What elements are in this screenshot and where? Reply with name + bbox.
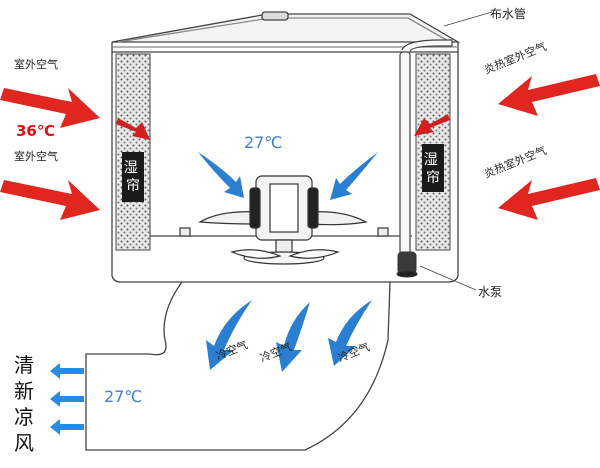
- pad-label-left: 湿 帘: [124, 160, 142, 194]
- label-outdoor-air-1: 室外空气: [14, 57, 58, 71]
- pipe-leader-line: [443, 11, 493, 27]
- inner-cool-arrows: [198, 152, 378, 200]
- fresh-air-label: 清 新 凉 风: [14, 353, 34, 455]
- label-pump: 水泵: [478, 285, 502, 299]
- pad-label-left-bg: [122, 152, 144, 202]
- outlet-arrow-2: [50, 391, 84, 407]
- outlet-arrow-1: [50, 363, 84, 379]
- outlet-arrow-3: [50, 419, 84, 435]
- air-outlet-duct: [85, 281, 391, 451]
- pad-right-char1: 湿: [424, 152, 438, 168]
- hot-air-arrows-right: [414, 74, 600, 220]
- label-outdoor-air-2: 室外空气: [14, 149, 58, 163]
- hot-arrow-inner-left: [116, 118, 150, 140]
- pad-label-right-bg: [422, 144, 444, 192]
- hot-arrow-right-top: [498, 74, 600, 116]
- hot-arrow-left-top: [0, 88, 100, 128]
- label-outlet-temp: 27℃: [104, 387, 142, 406]
- water-pipe: [399, 39, 453, 271]
- fresh-air-char-2: 新: [14, 379, 34, 403]
- roof: [111, 11, 461, 53]
- hot-air-arrows-left: [0, 88, 150, 220]
- fan-assembly: [198, 175, 368, 265]
- water-pump: [396, 251, 418, 278]
- pad-label-right: 湿 帘: [424, 152, 442, 186]
- label-hot-air-2: 炎热室外空气: [482, 143, 548, 181]
- hot-arrow-right-bottom: [498, 178, 600, 220]
- fresh-air-char-1: 清: [14, 353, 34, 377]
- fresh-air-char-3: 凉: [14, 405, 34, 429]
- cool-arrow-duct-3: [328, 300, 372, 366]
- cool-arrow-duct-1: [206, 300, 252, 370]
- pad-right-char2: 帘: [426, 170, 440, 186]
- cool-arrow-inner-left: [198, 152, 244, 198]
- label-outdoor-temp: 36℃: [16, 122, 55, 140]
- pad-left-char2: 帘: [126, 178, 140, 194]
- hot-arrow-inner-right: [414, 114, 450, 136]
- pump-leader-line: [419, 265, 477, 291]
- duct-cool-arrows: [206, 300, 372, 372]
- outlet-arrows: [50, 363, 84, 435]
- cool-arrow-inner-right: [330, 152, 378, 200]
- label-hot-air-1: 炎热室外空气: [482, 39, 548, 77]
- cool-arrow-duct-2: [276, 302, 310, 372]
- pad-left-char1: 湿: [124, 160, 138, 176]
- label-inside-temp: 27℃: [244, 133, 282, 152]
- fresh-air-char-4: 风: [14, 431, 34, 455]
- label-distribution-pipe: 布水管: [490, 6, 526, 21]
- hot-arrow-left-bottom: [0, 180, 100, 220]
